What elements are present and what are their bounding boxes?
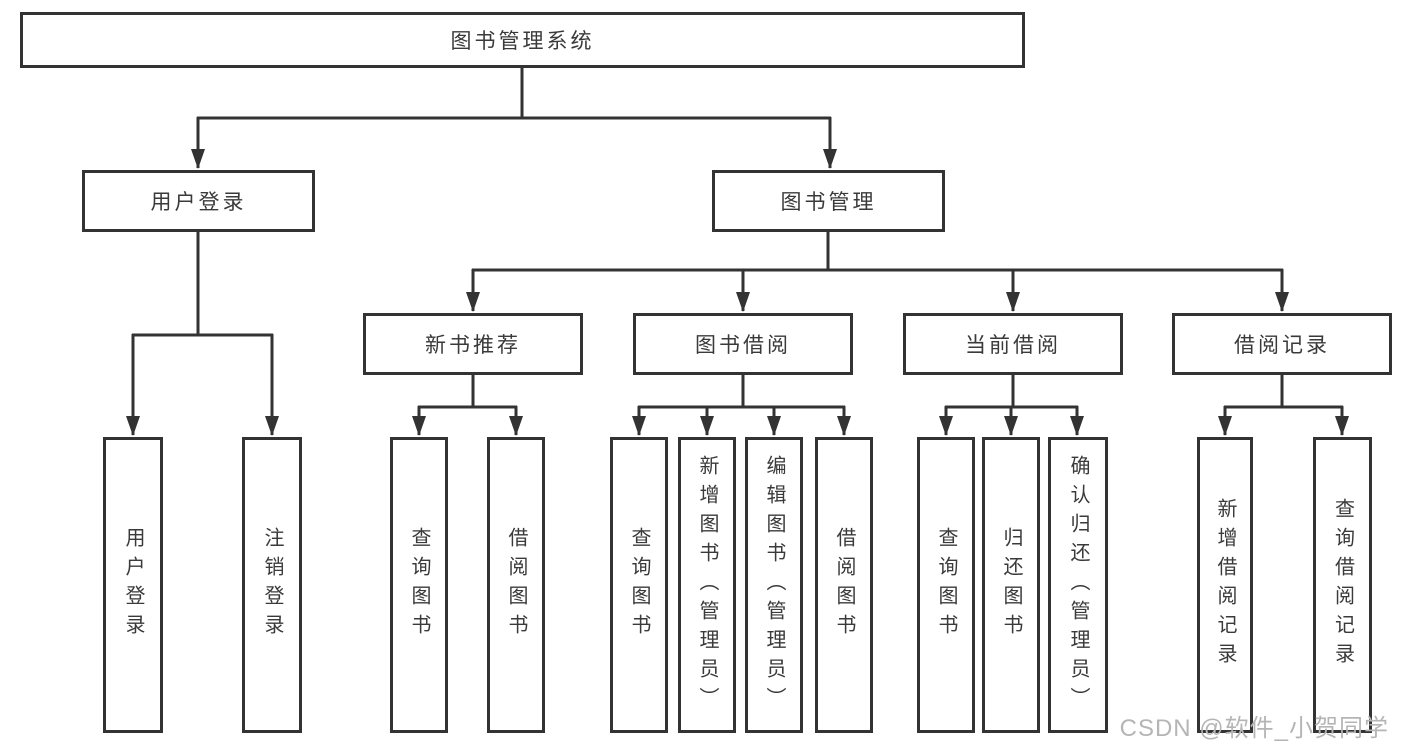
leaf-current-query-books: 查询图书 xyxy=(917,437,975,733)
leaf-records-query-record: 查询借阅记录 xyxy=(1313,437,1372,733)
leaf-borrow-add-books-admin: 新增图书（管理员） xyxy=(678,437,736,733)
node-user-login: 用户登录 xyxy=(82,170,315,232)
node-book-borrow: 图书借阅 xyxy=(633,313,853,375)
node-new-book-recommend: 新书推荐 xyxy=(363,313,583,375)
leaf-user-login: 用户登录 xyxy=(103,437,163,733)
leaf-borrow-edit-books-admin: 编辑图书（管理员） xyxy=(745,437,803,733)
leaf-current-confirm-return-admin: 确认归还（管理员） xyxy=(1048,437,1108,733)
leaf-borrow-query-books: 查询图书 xyxy=(610,437,668,733)
leaf-records-add-record: 新增借阅记录 xyxy=(1197,437,1253,733)
node-current-borrow: 当前借阅 xyxy=(903,313,1123,375)
node-system-root: 图书管理系统 xyxy=(20,12,1025,68)
node-borrow-records: 借阅记录 xyxy=(1172,313,1392,375)
csdn-watermark: CSDN @软件_小贺同学 xyxy=(1119,715,1389,742)
leaf-logout: 注销登录 xyxy=(242,437,302,733)
leaf-borrow-borrow-books: 借阅图书 xyxy=(815,437,873,733)
leaf-newrec-borrow-books: 借阅图书 xyxy=(487,437,545,733)
leaf-newrec-query-books: 查询图书 xyxy=(390,437,448,733)
node-book-management: 图书管理 xyxy=(712,170,945,232)
leaf-current-return-books: 归还图书 xyxy=(982,437,1040,733)
